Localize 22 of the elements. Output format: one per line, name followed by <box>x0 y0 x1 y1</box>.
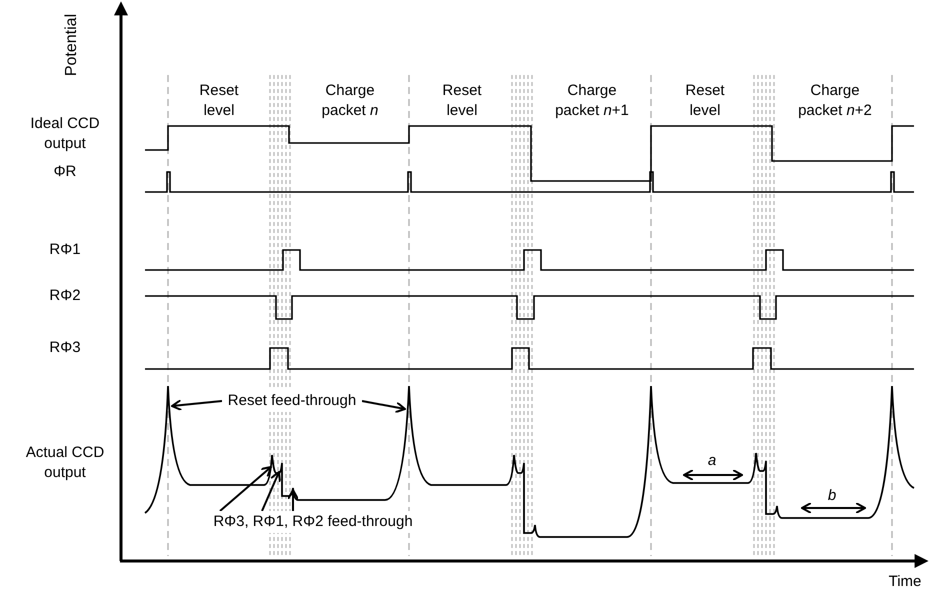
phase-label: Reset level <box>198 81 240 121</box>
leader-arrow <box>287 489 299 511</box>
signal-name: RΦ3 <box>48 338 82 358</box>
callout-text: Reset feed-through <box>222 390 362 412</box>
phase-label: Reset level <box>684 81 726 121</box>
leader-arrow <box>261 471 281 512</box>
signal-name: Actual CCD output <box>24 443 106 483</box>
leader-arrow <box>171 399 222 412</box>
signal-name: RΦ1 <box>48 240 82 260</box>
leader-arrow <box>219 466 272 512</box>
phase-label: Charge packet n <box>320 81 380 121</box>
phase-label: Reset level <box>441 81 483 121</box>
axis-label: Time <box>888 572 922 592</box>
phase-label: Charge packet n+2 <box>797 81 873 121</box>
axis-label: Potential <box>62 12 81 78</box>
dimension-label: b <box>826 486 838 506</box>
signal-name: ΦR <box>52 162 78 182</box>
signal-name: RΦ2 <box>48 286 82 306</box>
phase-label: Charge packet n+1 <box>554 81 630 121</box>
leader-arrow <box>362 400 406 414</box>
signal-name: Ideal CCD output <box>29 114 101 154</box>
dimension-label: a <box>706 451 718 471</box>
